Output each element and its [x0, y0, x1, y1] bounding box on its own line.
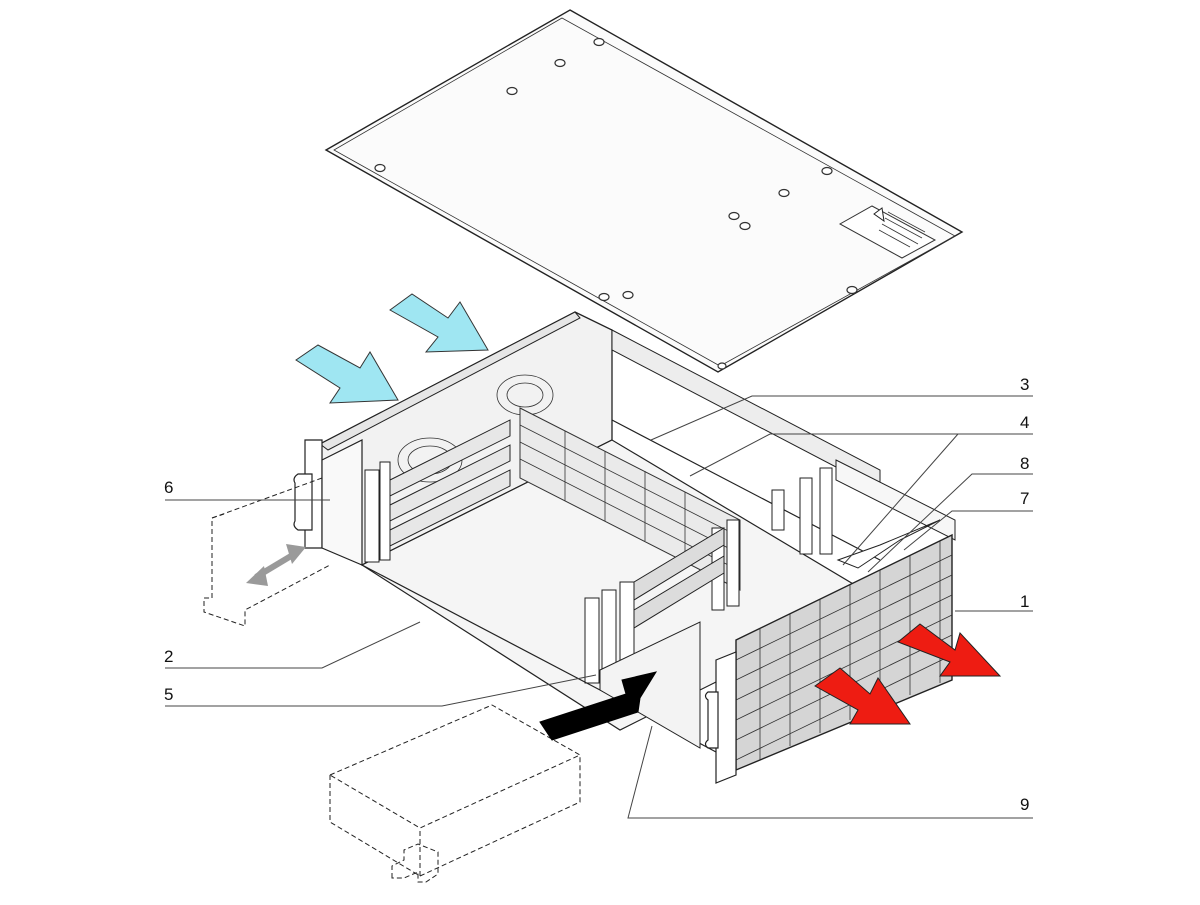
- callout-8: 8: [1020, 454, 1029, 473]
- side-cover-outline: [203, 477, 331, 627]
- airflow-intake-arrow-1: [295, 344, 399, 404]
- move-direction-arrow: [246, 544, 306, 586]
- drive-module-outline: [328, 704, 582, 883]
- callout-2: 2: [164, 647, 173, 666]
- callout-9: 9: [1020, 795, 1029, 814]
- airflow-exhaust-arrow-1: [897, 623, 1002, 677]
- airflow-exhaust-arrow-2: [814, 667, 911, 725]
- chassis: [293, 311, 956, 784]
- leader-lines: [165, 395, 1033, 819]
- warning-label-icon: [838, 205, 937, 259]
- callout-7: 7: [1020, 489, 1029, 508]
- callout-1: 1: [1020, 592, 1029, 611]
- callout-6: 6: [164, 478, 173, 497]
- callout-4: 4: [1020, 413, 1029, 432]
- top-cover: [324, 9, 964, 373]
- callout-5: 5: [164, 685, 173, 704]
- insert-direction-arrow: [539, 671, 658, 741]
- airflow-intake-arrow-2: [389, 293, 489, 353]
- callout-3: 3: [1020, 375, 1029, 394]
